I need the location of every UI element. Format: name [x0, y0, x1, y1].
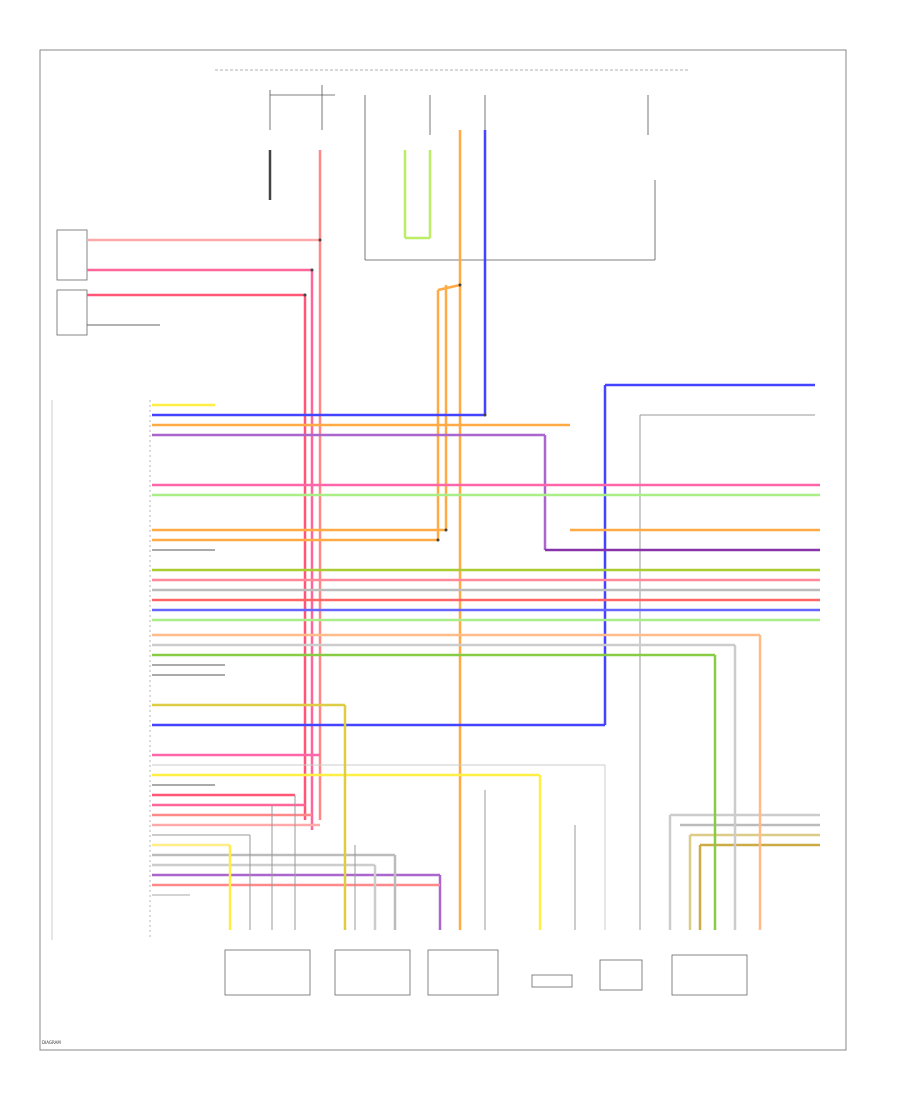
diagram-frame	[39, 49, 847, 1051]
bottom-components	[224, 949, 748, 996]
module-box-transfer	[56, 289, 88, 336]
wire-blue-right	[603, 383, 815, 725]
component-box-2	[334, 949, 411, 996]
wires-bottom-vertical	[228, 705, 641, 930]
wires-top-left-horizontal	[87, 238, 320, 326]
module-box-top-left	[56, 229, 88, 281]
component-box-6	[671, 954, 748, 996]
component-box-4	[531, 974, 573, 988]
junction-dots	[303, 238, 487, 542]
wires-main-horizontal	[152, 403, 820, 896]
wires-green-fuse	[403, 150, 432, 240]
footer-code: DIAGRAM	[42, 1040, 61, 1045]
component-box-3	[427, 949, 499, 996]
wires-red-vertical	[268, 150, 322, 830]
component-box-5	[599, 959, 643, 991]
fuse-stubs	[269, 85, 656, 261]
component-box-1	[224, 949, 311, 996]
wires-right-sensor	[668, 635, 820, 930]
